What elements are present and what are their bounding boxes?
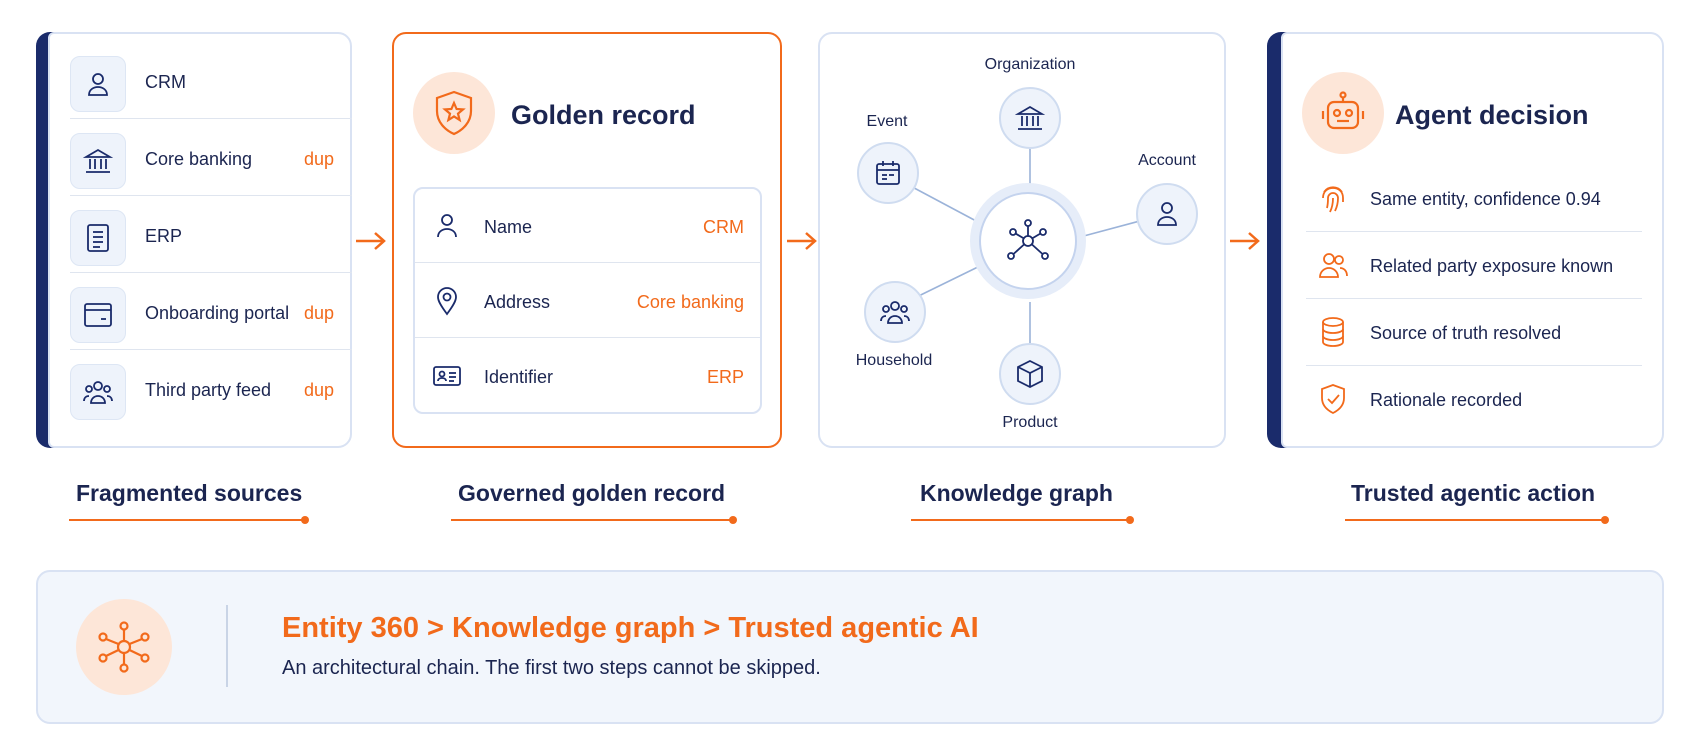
bank-icon: [1015, 105, 1045, 130]
graph-label-household: Household: [855, 352, 933, 369]
agent-decision-title: Agent decision: [1395, 100, 1589, 130]
golden-badge: [413, 72, 495, 154]
source-row-third-party-feed[interactable]: Third party feed dup: [70, 350, 334, 427]
database-icon: [1316, 315, 1350, 349]
source-label: ERP: [145, 226, 183, 246]
field-source: CRM: [703, 217, 744, 237]
arrow-right-icon: [1230, 232, 1260, 250]
divider: [1306, 231, 1642, 232]
calendar-icon: [876, 161, 900, 185]
source-label: Core banking: [145, 149, 253, 169]
banner-divider: [226, 605, 228, 687]
field-label: Name: [484, 217, 533, 237]
person-icon: [70, 56, 126, 112]
banner-badge: [76, 599, 172, 695]
document-icon: [70, 210, 126, 266]
decision-row-rationale[interactable]: Rationale recorded: [1306, 366, 1642, 433]
group-icon: [70, 364, 126, 420]
caption-underline: [911, 516, 1134, 524]
divider: [415, 262, 760, 263]
caption-fragmented-sources: Fragmented sources: [76, 480, 303, 506]
dup-badge: dup: [303, 380, 334, 400]
golden-fields-box: [413, 187, 762, 414]
graph-center-node: [979, 192, 1077, 290]
graph-label-organization: Organization: [984, 56, 1076, 73]
shield-star-icon: [435, 90, 473, 136]
divider: [70, 195, 352, 196]
graph-node-organization[interactable]: [999, 87, 1061, 149]
robot-icon: [1321, 91, 1365, 130]
graph-node-event[interactable]: [857, 142, 919, 204]
box-icon: [1017, 359, 1043, 389]
field-row-address[interactable]: Address Core banking: [416, 264, 760, 339]
summary-banner: [36, 570, 1664, 724]
person-icon: [432, 211, 462, 241]
banner-subtitle: An architectural chain. The first two st…: [282, 657, 821, 679]
decision-row-related-party[interactable]: Related party exposure known: [1306, 232, 1642, 299]
arrow-right-icon: [787, 232, 817, 250]
decision-label: Source of truth resolved: [1370, 323, 1562, 343]
fingerprint-icon: [1316, 181, 1350, 215]
people-icon: [1316, 248, 1350, 282]
graph-node-household[interactable]: [864, 281, 926, 343]
field-source: Core banking: [636, 292, 744, 312]
golden-record-title: Golden record: [511, 100, 696, 130]
graph-label-product: Product: [1002, 414, 1058, 431]
field-source: ERP: [706, 367, 744, 387]
source-label: Onboarding portal: [145, 303, 290, 323]
group-icon: [880, 301, 910, 324]
shield-check-icon: [1316, 382, 1350, 416]
source-row-erp[interactable]: ERP: [70, 196, 352, 273]
decision-label: Related party exposure known: [1370, 256, 1614, 276]
browser-window-icon: [70, 287, 126, 343]
golden-record-card: [392, 32, 782, 448]
arrow-right-icon: [356, 232, 386, 250]
location-pin-icon: [432, 286, 462, 316]
caption-governed-golden-record: Governed golden record: [458, 480, 726, 506]
field-label: Address: [484, 292, 551, 312]
source-row-onboarding-portal[interactable]: Onboarding portal dup: [70, 273, 352, 350]
graph-node-account[interactable]: [1136, 183, 1198, 245]
field-row-name[interactable]: Name CRM: [416, 189, 760, 264]
person-icon: [1157, 202, 1177, 226]
caption-trusted-agentic-action: Trusted agentic action: [1351, 480, 1596, 506]
decision-row-confidence[interactable]: Same entity, confidence 0.94: [1306, 165, 1642, 232]
field-label: Identifier: [484, 367, 554, 387]
caption-underline: [69, 516, 309, 524]
decision-label: Rationale recorded: [1370, 390, 1523, 410]
graph-label-event: Event: [866, 113, 908, 130]
divider: [70, 349, 352, 350]
decision-row-source-of-truth[interactable]: Source of truth resolved: [1306, 299, 1642, 366]
source-label: CRM: [145, 72, 186, 92]
graph-node-product[interactable]: [999, 343, 1061, 405]
network-hub-icon: [1007, 219, 1049, 260]
dup-badge: dup: [303, 149, 334, 169]
divider: [70, 272, 352, 273]
caption-underline: [1345, 516, 1609, 524]
divider: [1306, 298, 1642, 299]
dup-badge: dup: [303, 303, 334, 323]
divider: [1306, 365, 1642, 366]
caption-knowledge-graph: Knowledge graph: [920, 480, 1113, 506]
network-hub-icon: [98, 621, 150, 673]
agent-badge: [1302, 72, 1384, 154]
banner-title: Entity 360 > Knowledge graph > Trusted a…: [282, 612, 979, 644]
divider: [415, 337, 760, 338]
field-row-identifier[interactable]: Identifier ERP: [416, 339, 760, 414]
divider: [70, 118, 352, 119]
source-row-core-banking[interactable]: Core banking dup: [70, 119, 352, 196]
graph-label-account: Account: [1138, 152, 1196, 169]
id-card-icon: [432, 361, 462, 391]
source-label: Third party feed: [145, 380, 272, 400]
decision-label: Same entity, confidence 0.94: [1370, 189, 1601, 209]
source-row-crm[interactable]: CRM: [70, 42, 352, 119]
caption-underline: [451, 516, 737, 524]
bank-icon: [70, 133, 126, 189]
